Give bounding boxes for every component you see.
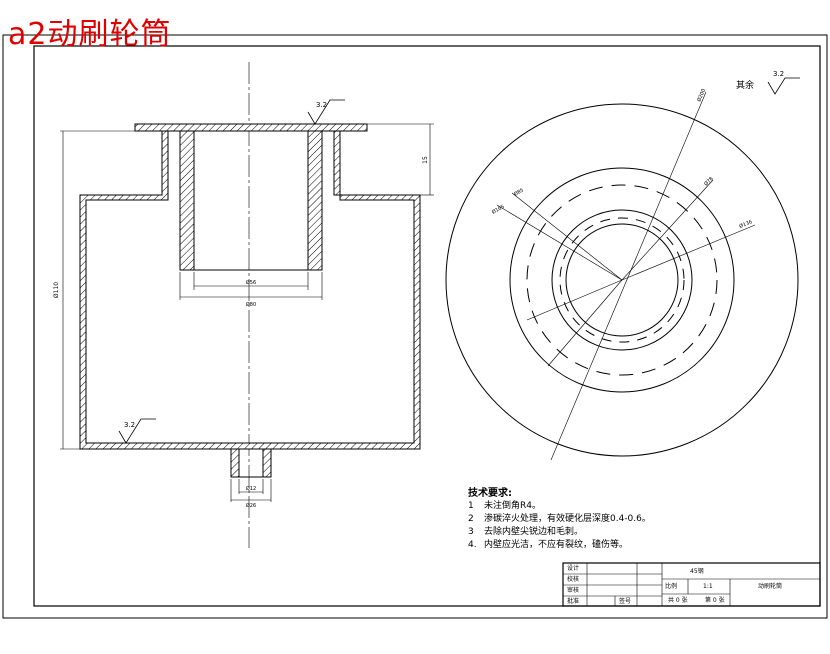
notes-header: 技术要求: [468,488,512,499]
section-dimensions [60,123,434,502]
note-item: 4. 内壁应光洁，不应有裂纹，磕伤等。 [468,539,651,552]
tb-check: 校核 [567,576,580,583]
note-item: 1 未注倒角R4。 [468,500,651,513]
note-text: 去除内壁尖锐边和毛刺。 [484,527,584,537]
note-num: 3 [468,527,474,537]
tb-sheet: 第 0 张 [705,597,725,604]
roughness-other-value: 3.2 [773,70,784,78]
dim-boss-inner: Ø12 [246,485,256,492]
inner-border [33,45,821,607]
dim-outer-width: Ø80 [246,301,256,308]
roughness-other [767,77,800,95]
title-block [562,562,821,607]
tb-material: 45钢 [690,568,704,575]
dim-d9: Ø85 [513,187,525,198]
top-flange [134,123,368,132]
note-num: 1 [468,501,474,511]
section-view [79,123,421,478]
technical-notes: 技术要求: 1 未注倒角R4。 2 渗碳淬火处理，有效硬化层深度0.4-0.6。 3… [468,487,651,552]
circle-3 [551,209,693,351]
dim-d10: Ø78 [702,175,714,187]
dim-flange-depth: 15 [422,156,429,164]
roughness-top-value: 3.2 [316,101,327,109]
dim-overall-height: Ø110 [53,282,60,298]
note-text: 未注倒角R4。 [484,501,541,511]
tb-design: 设计 [567,565,580,572]
tb-review: 审核 [567,587,580,594]
end-view [445,91,799,461]
dim-inner-width: Ø56 [246,279,256,286]
tb-sheets: 共 0 张 [668,597,688,604]
roughness-other-label: 其余 [736,81,755,91]
circle-inner-dashed [559,217,685,343]
tb-scale-value: 1:1 [703,583,713,590]
circle-outer [445,103,799,457]
dim-boss-outer: Ø26 [246,502,256,509]
drawing-title: a2动刷轮筒 [8,17,172,52]
roughness-top [307,99,345,125]
note-num: 2 [468,514,474,524]
tb-sign: 签号 [619,598,632,605]
note-item: 2 渗碳淬火处理，有效硬化层深度0.4-0.6。 [468,513,651,526]
boss-right [262,448,272,478]
dim-d11: Ø136 [738,218,753,230]
note-num: 4. [468,540,477,550]
left-shell [79,130,421,450]
tb-scale-label: 比例 [665,583,678,590]
roughness-bottom-value: 3.2 [124,421,135,429]
dim-d7: Ø200 [695,88,707,103]
note-item: 3 去除内壁尖锐边和毛刺。 [468,526,651,539]
inner-tube-right [307,130,323,271]
note-text: 内壁应光洁，不应有裂纹，磕伤等。 [484,540,629,550]
circle-inner [565,223,679,337]
tb-part-name: 动刷轮筒 [758,583,783,590]
outer-border [2,34,828,619]
inner-tube-left [179,130,195,271]
tb-approve: 批准 [567,598,580,605]
roughness-bottom [118,418,156,444]
note-text: 渗碳淬火处理，有效硬化层深度0.4-0.6。 [484,514,651,524]
circle-2 [509,167,735,393]
boss-left [230,448,240,478]
dim-d8: Ø165 [491,203,506,216]
circle-bolt-dashed [526,184,718,376]
